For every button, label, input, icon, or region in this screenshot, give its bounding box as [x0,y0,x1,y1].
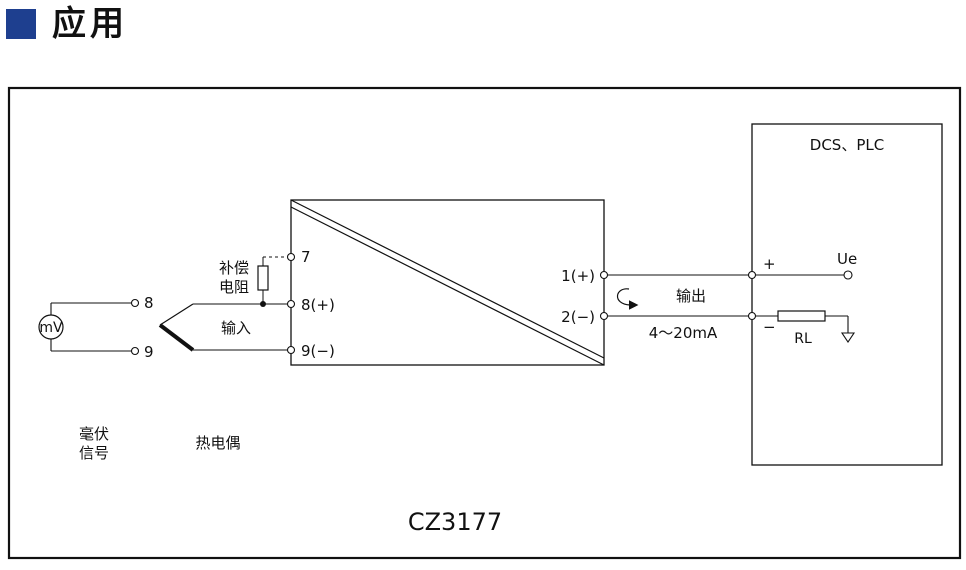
millivolt-terminal-9 [130,346,140,356]
page-title: 应用 [52,4,128,44]
compensation-label-2: 电阻 [219,278,249,296]
minus-sign: − [763,318,776,336]
terminal-9 [286,345,296,355]
terminal-7 [286,252,296,262]
input-label: 输入 [221,319,251,337]
load-resistor [777,310,826,322]
millivolt-terminal-8-label: 8 [144,294,154,312]
millivolt-caption-2: 信号 [79,444,109,462]
thermocouple-leg-thin [159,303,194,326]
dcs-terminal-plus [747,270,757,280]
dcs-plc-box [751,123,943,466]
thermocouple-caption: 热电偶 [195,434,240,452]
terminal-9-label: 9(−) [301,342,335,360]
terminal-1-label: 1(+) [561,267,595,285]
compensation-resistor [257,265,269,291]
terminal-1 [599,270,609,280]
supply-label: Ue [837,250,857,268]
supply-terminal [843,270,853,280]
thermocouple-leg-thick [158,323,195,352]
diagram-frame [7,86,962,560]
dcs-plc-label: DCS、PLC [810,136,884,154]
header: 应用 [0,0,966,60]
module-diagonal-1 [290,199,605,359]
terminal-8 [286,299,296,309]
millivolt-terminal-9-label: 9 [144,343,154,361]
ground-icon [840,332,856,343]
module-diagonal-2 [290,206,605,366]
current-range-label: 4～20mA [649,324,718,342]
millivolt-caption-1: 毫伏 [79,425,109,443]
load-label: RL [794,331,812,347]
output-label: 输出 [676,287,706,305]
current-loop-arc [616,288,631,306]
millivolt-terminal-8 [130,298,140,308]
model-label: CZ3177 [408,508,502,536]
millivolt-meter-label: mV [39,320,63,336]
dcs-terminal-minus [747,311,757,321]
terminal-2-label: 2(−) [561,308,595,326]
plus-sign: + [763,255,776,273]
terminal-2 [599,311,609,321]
terminal-8-label: 8(+) [301,296,335,314]
compensation-label-1: 补偿 [219,259,249,277]
terminal-7-label: 7 [301,248,311,266]
title-square-icon [6,9,36,39]
module-box [290,199,605,366]
